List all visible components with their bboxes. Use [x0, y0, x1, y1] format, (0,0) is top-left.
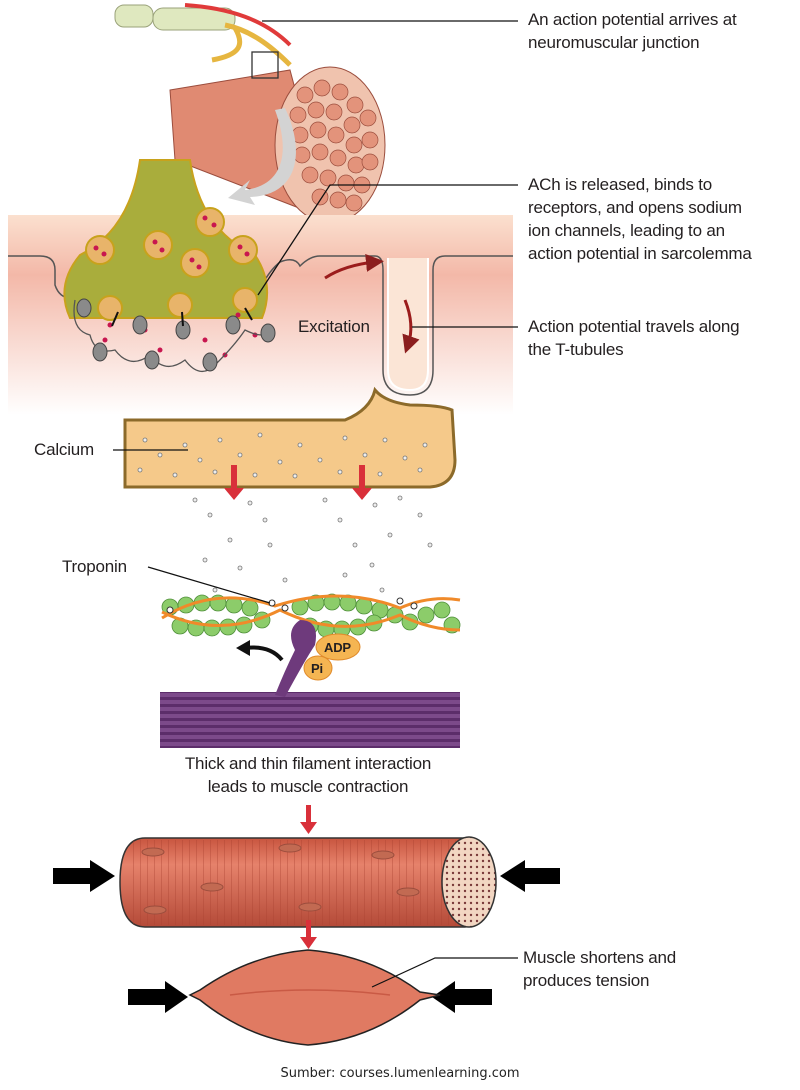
muscle-fiber-bundle	[169, 51, 386, 224]
shortens-line1: Muscle shortens and	[523, 948, 677, 967]
step2-line4: action potential in sarcolemma	[528, 244, 752, 263]
source-credit: Sumber: courses.lumenlearning.com	[280, 1066, 520, 1081]
troponin-label: Troponin	[62, 557, 127, 576]
step1-line1: An action potential arrives at	[528, 10, 737, 29]
shortens-line2: produces tension	[523, 971, 650, 990]
step2-leader	[257, 184, 518, 296]
step2-line3: ion channels, leading to an	[528, 221, 725, 240]
compression-arrows	[53, 860, 560, 1013]
power-stroke-arrow	[244, 645, 284, 662]
muscle-fiber	[119, 836, 497, 928]
axon-terminal	[63, 159, 276, 372]
nerve-axon	[114, 4, 292, 67]
calcium-label: Calcium	[34, 440, 95, 459]
thin-filament	[161, 593, 461, 638]
step2-line2: receptors, and opens sodium	[528, 198, 742, 217]
zoom-arrow	[228, 108, 296, 205]
adp-molecule	[315, 633, 361, 661]
step2-line1: ACh is released, binds to	[528, 175, 712, 194]
step3-line1: Action potential travels along	[528, 317, 740, 336]
step2-label: ACh is released, binds to receptors, and…	[528, 173, 752, 265]
action-potential-arrow	[184, 3, 292, 47]
t-tubule-arrow	[402, 299, 420, 354]
shortens-leader	[371, 957, 518, 988]
sarcoplasmic-reticulum	[123, 386, 457, 489]
filament-line1: Thick and thin filament interaction	[184, 754, 432, 773]
t-tubule	[387, 258, 429, 392]
step1-label: An action potential arrives at neuromusc…	[528, 8, 737, 54]
down-arrow-2	[300, 920, 317, 949]
contracted-muscle	[188, 949, 441, 1046]
myosin-head	[275, 620, 316, 697]
pi-molecule	[303, 655, 333, 681]
pi-label: Pi	[311, 661, 323, 676]
step3-label: Action potential travels along the T-tub…	[528, 315, 740, 361]
step3-line2: the T-tubules	[528, 340, 624, 359]
filament-label: Thick and thin filament interaction lead…	[108, 752, 508, 798]
adp-label: ADP	[324, 640, 351, 655]
excitation-arrow	[324, 253, 384, 280]
filament-line2: leads to muscle contraction	[207, 777, 409, 796]
down-arrow-1	[300, 805, 317, 834]
calcium-release-arrows	[224, 465, 372, 500]
shortens-label: Muscle shortens and produces tension	[523, 946, 676, 992]
troponin-leader	[147, 566, 271, 604]
excitation-label: Excitation	[298, 317, 370, 336]
thick-filament	[160, 692, 460, 748]
step1-line2: neuromuscular junction	[528, 33, 700, 52]
